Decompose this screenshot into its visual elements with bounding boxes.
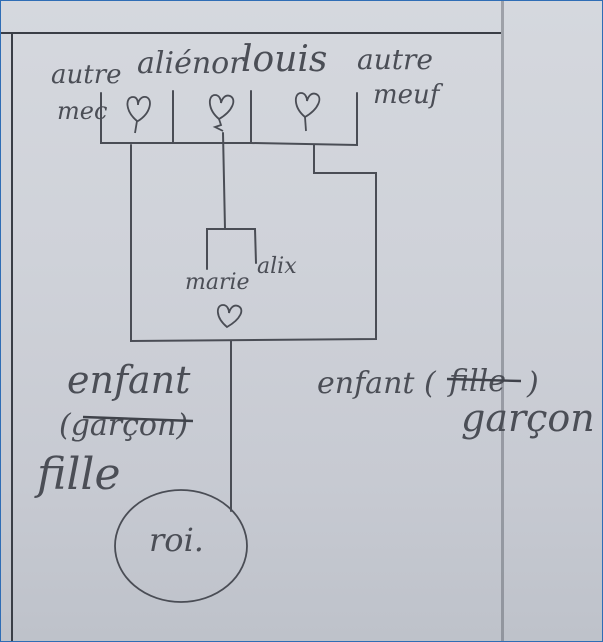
label-roi: roi.	[149, 521, 204, 559]
heart-icon	[216, 304, 243, 329]
box-autre-mec	[100, 90, 174, 144]
alienor-line	[206, 132, 227, 270]
strike-fille-right	[446, 377, 522, 383]
label-garcon-right: garçon	[461, 396, 595, 440]
label-marie: marie	[185, 270, 250, 295]
box-louis	[250, 92, 358, 147]
label-autre-meuf-1: autre	[357, 43, 433, 76]
label-autre-mec-1: autre	[51, 60, 122, 90]
label-alienor: aliénor	[137, 46, 245, 81]
roi-circle	[114, 489, 248, 603]
label-alix: alix	[257, 254, 297, 279]
heart-icon	[294, 92, 321, 119]
label-enfant-right: enfant (	[317, 366, 437, 401]
frame-top-line	[1, 32, 501, 34]
heart-icon	[126, 95, 151, 122]
label-autre-mec-2: mec	[57, 97, 107, 125]
big-rect	[130, 144, 377, 343]
label-fille-left: fille	[34, 449, 121, 500]
paper-fold	[501, 1, 504, 641]
label-enfant-left: enfant	[67, 358, 191, 402]
heart-icon	[208, 94, 235, 121]
frame-left-line	[11, 32, 13, 641]
label-autre-meuf-2: meuf	[373, 80, 444, 110]
box-alienor	[172, 90, 252, 144]
marie-alix-box	[206, 228, 257, 264]
label-paren-right: )	[526, 366, 539, 401]
label-louis: louis	[241, 39, 327, 80]
strike-garcon-left	[82, 415, 194, 423]
label-garcon-left: (garçon)	[59, 408, 188, 443]
